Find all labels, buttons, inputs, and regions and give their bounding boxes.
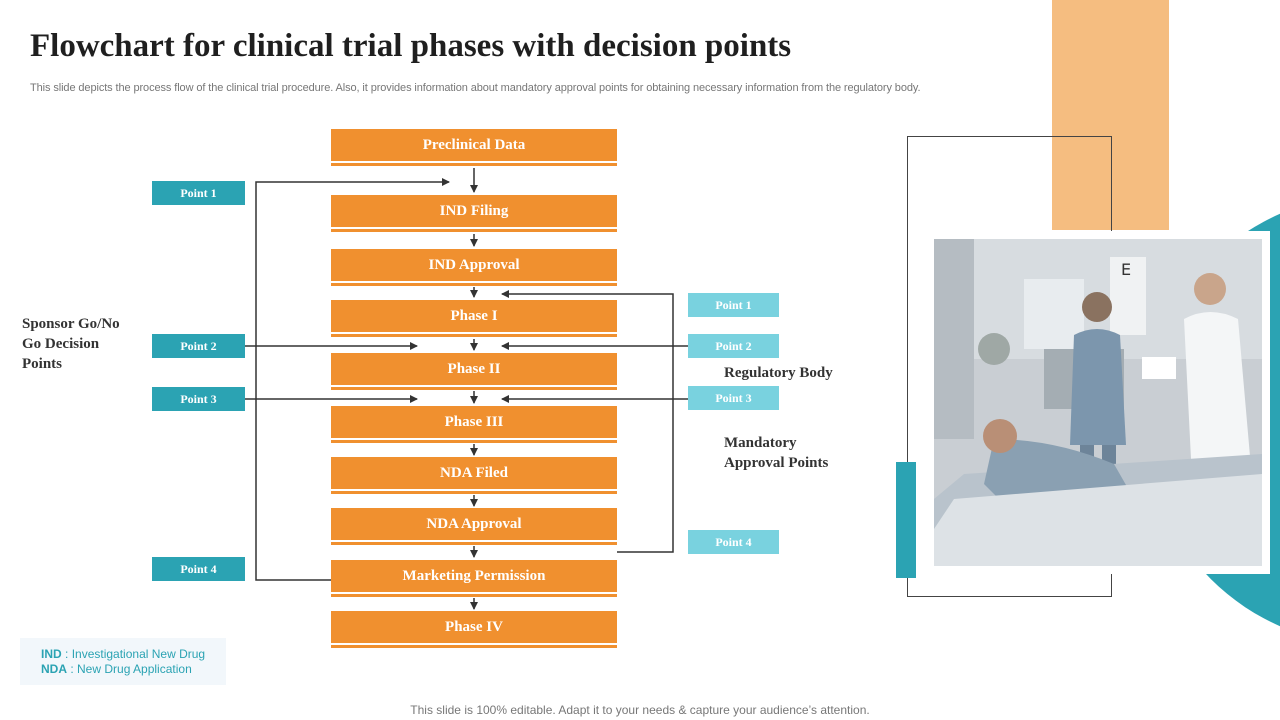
legend-text: Investigational New Drug [71, 647, 206, 661]
svg-text:E: E [1121, 260, 1131, 279]
step-phase-1: Phase I [331, 300, 617, 337]
step-phase-3: Phase III [331, 406, 617, 443]
step-phase-2: Phase II [331, 353, 617, 390]
legend-sep: : [67, 662, 78, 676]
legend-sep: : [61, 647, 72, 661]
peach-accent-bar [1052, 0, 1169, 230]
abbreviation-legend: IND : Investigational New Drug NDA : New… [20, 638, 226, 685]
sponsor-point-4: Point 4 [152, 557, 245, 581]
sponsor-label: Sponsor Go/No Go Decision Points [22, 314, 120, 374]
footer-note: This slide is 100% editable. Adapt it to… [410, 703, 870, 717]
step-ind-filing: IND Filing [331, 195, 617, 232]
step-marketing-permission: Marketing Permission [331, 560, 617, 597]
regulatory-point-4: Point 4 [688, 530, 779, 554]
step-preclinical-data: Preclinical Data [331, 129, 617, 166]
step-phase-4: Phase IV [331, 611, 617, 648]
step-nda-approval: NDA Approval [331, 508, 617, 545]
sponsor-point-1: Point 1 [152, 181, 245, 205]
regulatory-point-3: Point 3 [688, 386, 779, 410]
sponsor-point-2: Point 2 [152, 334, 245, 358]
legend-text: New Drug Application [77, 662, 192, 676]
step-ind-approval: IND Approval [331, 249, 617, 286]
teal-accent-strip [896, 462, 916, 578]
step-nda-filed: NDA Filed [331, 457, 617, 494]
sponsor-point-3: Point 3 [152, 387, 245, 411]
clinical-photo: E [934, 239, 1262, 566]
page-title: Flowchart for clinical trial phases with… [30, 28, 792, 64]
legend-abbr: IND [41, 647, 62, 661]
mandatory-label-line: Mandatory [724, 435, 797, 451]
sponsor-label-line: Points [22, 356, 63, 372]
sponsor-label-line: Go Decision [22, 336, 100, 352]
page-subtitle: This slide depicts the process flow of t… [30, 82, 921, 94]
sponsor-label-line: Sponsor Go/No [22, 316, 120, 332]
legend-item: NDA : New Drug Application [41, 662, 226, 677]
mandatory-label-line: Approval Points [724, 455, 829, 471]
legend-item: IND : Investigational New Drug [41, 647, 226, 662]
regulatory-point-2: Point 2 [688, 334, 779, 358]
regulatory-body-label: Regulatory Body [724, 365, 833, 381]
legend-abbr: NDA [41, 662, 67, 676]
mandatory-approval-label: Mandatory Approval Points [724, 433, 828, 473]
regulatory-point-1: Point 1 [688, 293, 779, 317]
